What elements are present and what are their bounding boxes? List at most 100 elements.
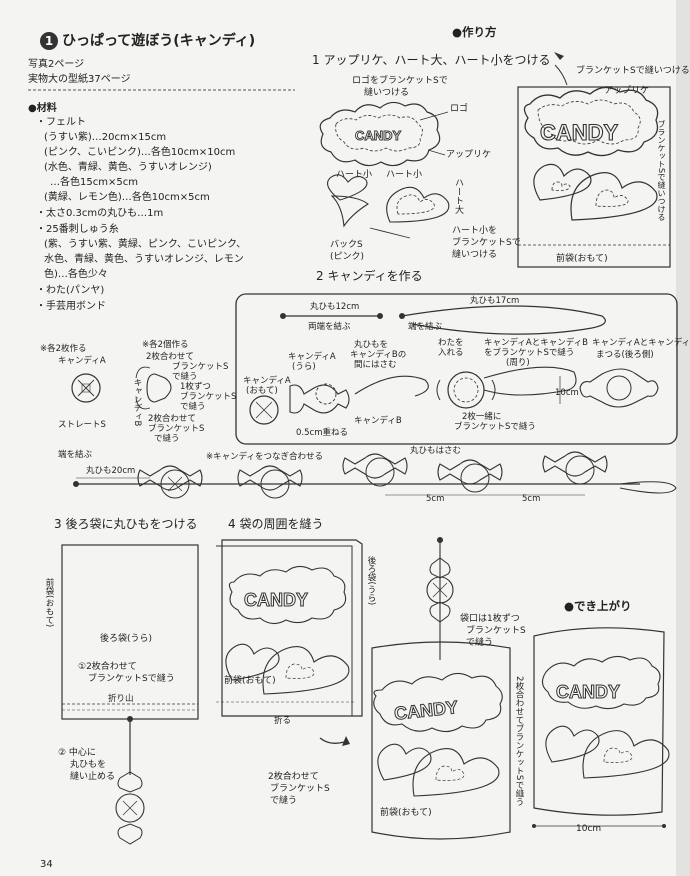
cord12-label: 丸ひも12cm — [310, 302, 360, 312]
applique-label: アップリケ — [446, 150, 492, 160]
chain-five-cm: 5cm — [426, 494, 445, 504]
materials-line: (ピンク、こいピンク)…各色10cm×10cm — [44, 147, 236, 158]
materials-line: (黄緑、レモン色)…各色10cm×5cm — [44, 192, 210, 203]
logo-text-finished: CANDY — [556, 682, 620, 702]
heart-small-note: ハート小を — [452, 226, 498, 236]
step4-two-note: ブランケットS — [270, 784, 330, 794]
chain-tie-end: 端を結ぶ — [58, 450, 93, 460]
front-bag-side-label: 前袋(おもて) — [44, 578, 54, 628]
finish-heading: ●でき上がり — [564, 599, 632, 613]
chain-connect-note: ※キャンディをつなぎ合わせる — [206, 452, 324, 462]
back-stitch-color: (ピンク) — [330, 252, 365, 262]
chain-cord20: 丸ひも20cm — [86, 466, 136, 476]
two-layers-label: 2枚一緒に — [462, 412, 502, 422]
back-bag-label: 後ろ袋(うら) — [100, 634, 153, 644]
materials-line: ・わた(パンヤ) — [36, 285, 105, 296]
materials-line: (紫、うすい紫、黄緑、ピンク、こいピンク、 — [44, 239, 247, 250]
chain-five-cm: 5cm — [522, 494, 541, 504]
step4-fold: 折る — [274, 716, 292, 726]
sew-ab-label: キャンディAとキャンディB — [484, 338, 588, 348]
materials-line: ・太さ0.3cmの丸ひも…1m — [36, 208, 164, 219]
heart-large-label: ハート大 — [453, 178, 463, 214]
wrap-label: まつる(後ろ側) — [596, 350, 654, 360]
step4-back-bag: 後ろ袋(うら) — [366, 556, 376, 606]
materials-line: 色)…各色少々 — [44, 269, 108, 280]
materials-line: (うすい紫)…20cm×15cm — [44, 132, 167, 143]
pattern-ref: 実物大の型紙37ページ — [28, 74, 131, 85]
materials-line: …各色15cm×5cm — [50, 177, 138, 188]
chain-clip-cord: 丸ひもはさむ — [410, 446, 462, 456]
stack2-label: 2枚合わせて — [148, 414, 196, 424]
candyA-ura-label-2: (うら) — [292, 362, 316, 372]
finish-width: 10cm — [576, 824, 602, 834]
logo-text-step4b: CANDY — [393, 697, 459, 724]
sew-ab-label: をブランケットSで縫う — [484, 348, 575, 358]
step2-heading: 2 キャンディを作る — [316, 269, 423, 283]
logo-note: 縫いつける — [364, 88, 410, 98]
heart-small-label: ハート小 — [336, 170, 373, 180]
logo-text-large: CANDY — [540, 120, 619, 145]
back-stitch-label: バックS — [330, 240, 363, 250]
materials-line: (水色、青緑、黄色、うすいオレンジ) — [44, 162, 212, 173]
note-two-each-2: ※各2個作る — [142, 340, 189, 350]
cord17-label: 丸ひも17cm — [470, 296, 520, 306]
step4-front-bag: 前袋(おもて) — [224, 676, 276, 686]
candyA-ura-label: キャンディA — [288, 352, 336, 362]
one-each-label: で縫う — [180, 402, 206, 412]
howto-heading: ●作り方 — [452, 25, 497, 39]
materials-line: 水色、青緑、黄色、うすいオレンジ、レモン — [44, 254, 244, 265]
front-bag-label: 前袋(おもて) — [556, 254, 608, 264]
one-each-label: 1枚ずつ — [180, 382, 211, 392]
cord-between-label: キャンディBの — [350, 350, 407, 360]
fold-label: 折り山 — [108, 694, 134, 704]
applique-label-2: アップリケ — [604, 86, 650, 96]
logo-label: ロゴ — [450, 104, 469, 114]
step4-mouth-note: 袋口は1枚ずつ — [460, 614, 520, 624]
title-text: ひっぱって遊ぼう(キャンディ) — [62, 33, 256, 49]
heart-small-label: ハート小 — [386, 170, 423, 180]
materials-line: ・手芸用ボンド — [36, 301, 106, 312]
cord-between-label: 丸ひもを — [354, 340, 389, 350]
step3-note2: 縫い止める — [70, 772, 116, 782]
stack2-label: で縫う — [154, 434, 180, 444]
step3-note1: ①2枚合わせて — [78, 662, 137, 672]
step4-mouth-note: ブランケットS — [466, 626, 526, 636]
step1-heading: 1 アップリケ、ハート大、ハート小をつける — [312, 53, 551, 67]
materials-heading: ●材料 — [28, 103, 57, 114]
photo-ref: 写真2ページ — [28, 59, 85, 70]
step3-heading: 3 後ろ袋に丸ひもをつける — [54, 517, 198, 531]
blanket-vertical-note: ブランケットSで縫いつける — [657, 120, 666, 222]
two-layers-label: ブランケットSで縫う — [454, 422, 536, 432]
candyB-left-label: キャンディB — [132, 378, 142, 427]
logo-note: ロゴをブランケットSで — [352, 76, 448, 86]
sew-ab-label: (周り) — [506, 358, 530, 368]
heart-small-note: 縫いつける — [452, 250, 498, 260]
heart-small-note: ブランケットSで — [452, 238, 521, 248]
stuff-label: 入れる — [438, 348, 464, 358]
candyA-label: キャンディA — [58, 356, 106, 366]
materials-line: ・フェルト — [36, 117, 86, 128]
stack2-label: ブランケットS — [148, 424, 205, 434]
step3-note2: 丸ひもを — [70, 760, 107, 770]
tie-end-label: 端を結ぶ — [408, 322, 443, 332]
materials-line: ・25番刺しゅう糸 — [36, 224, 119, 235]
step4-mouth-note: で縫う — [466, 638, 494, 648]
stack-label: ブランケットS — [172, 362, 229, 372]
logo-text-step4: CANDY — [244, 590, 308, 610]
straight-label: ストレートS — [58, 420, 106, 430]
overlap-label: 0.5cm重ねる — [296, 428, 348, 438]
section-number-badge: 1 — [40, 32, 58, 50]
blanket-note: ブランケットSで縫いつける — [576, 66, 690, 76]
note-two-each: ※各2枚作る — [40, 344, 87, 354]
page-number: 34 — [40, 859, 53, 870]
step4-heading: 4 袋の周囲を縫う — [228, 517, 324, 531]
logo-text-small: CANDY — [355, 128, 402, 143]
step3-note2: ② 中心に — [58, 748, 96, 758]
candyA-back-label: キャンディA — [243, 376, 291, 386]
step4-vertical-note: 2枚合わせてブランケットSで縫う — [514, 676, 524, 806]
step4-front-bag-2: 前袋(おもて) — [380, 808, 432, 818]
candyB-label: キャンディB — [354, 416, 402, 426]
stuff-label: わたを — [438, 338, 464, 348]
